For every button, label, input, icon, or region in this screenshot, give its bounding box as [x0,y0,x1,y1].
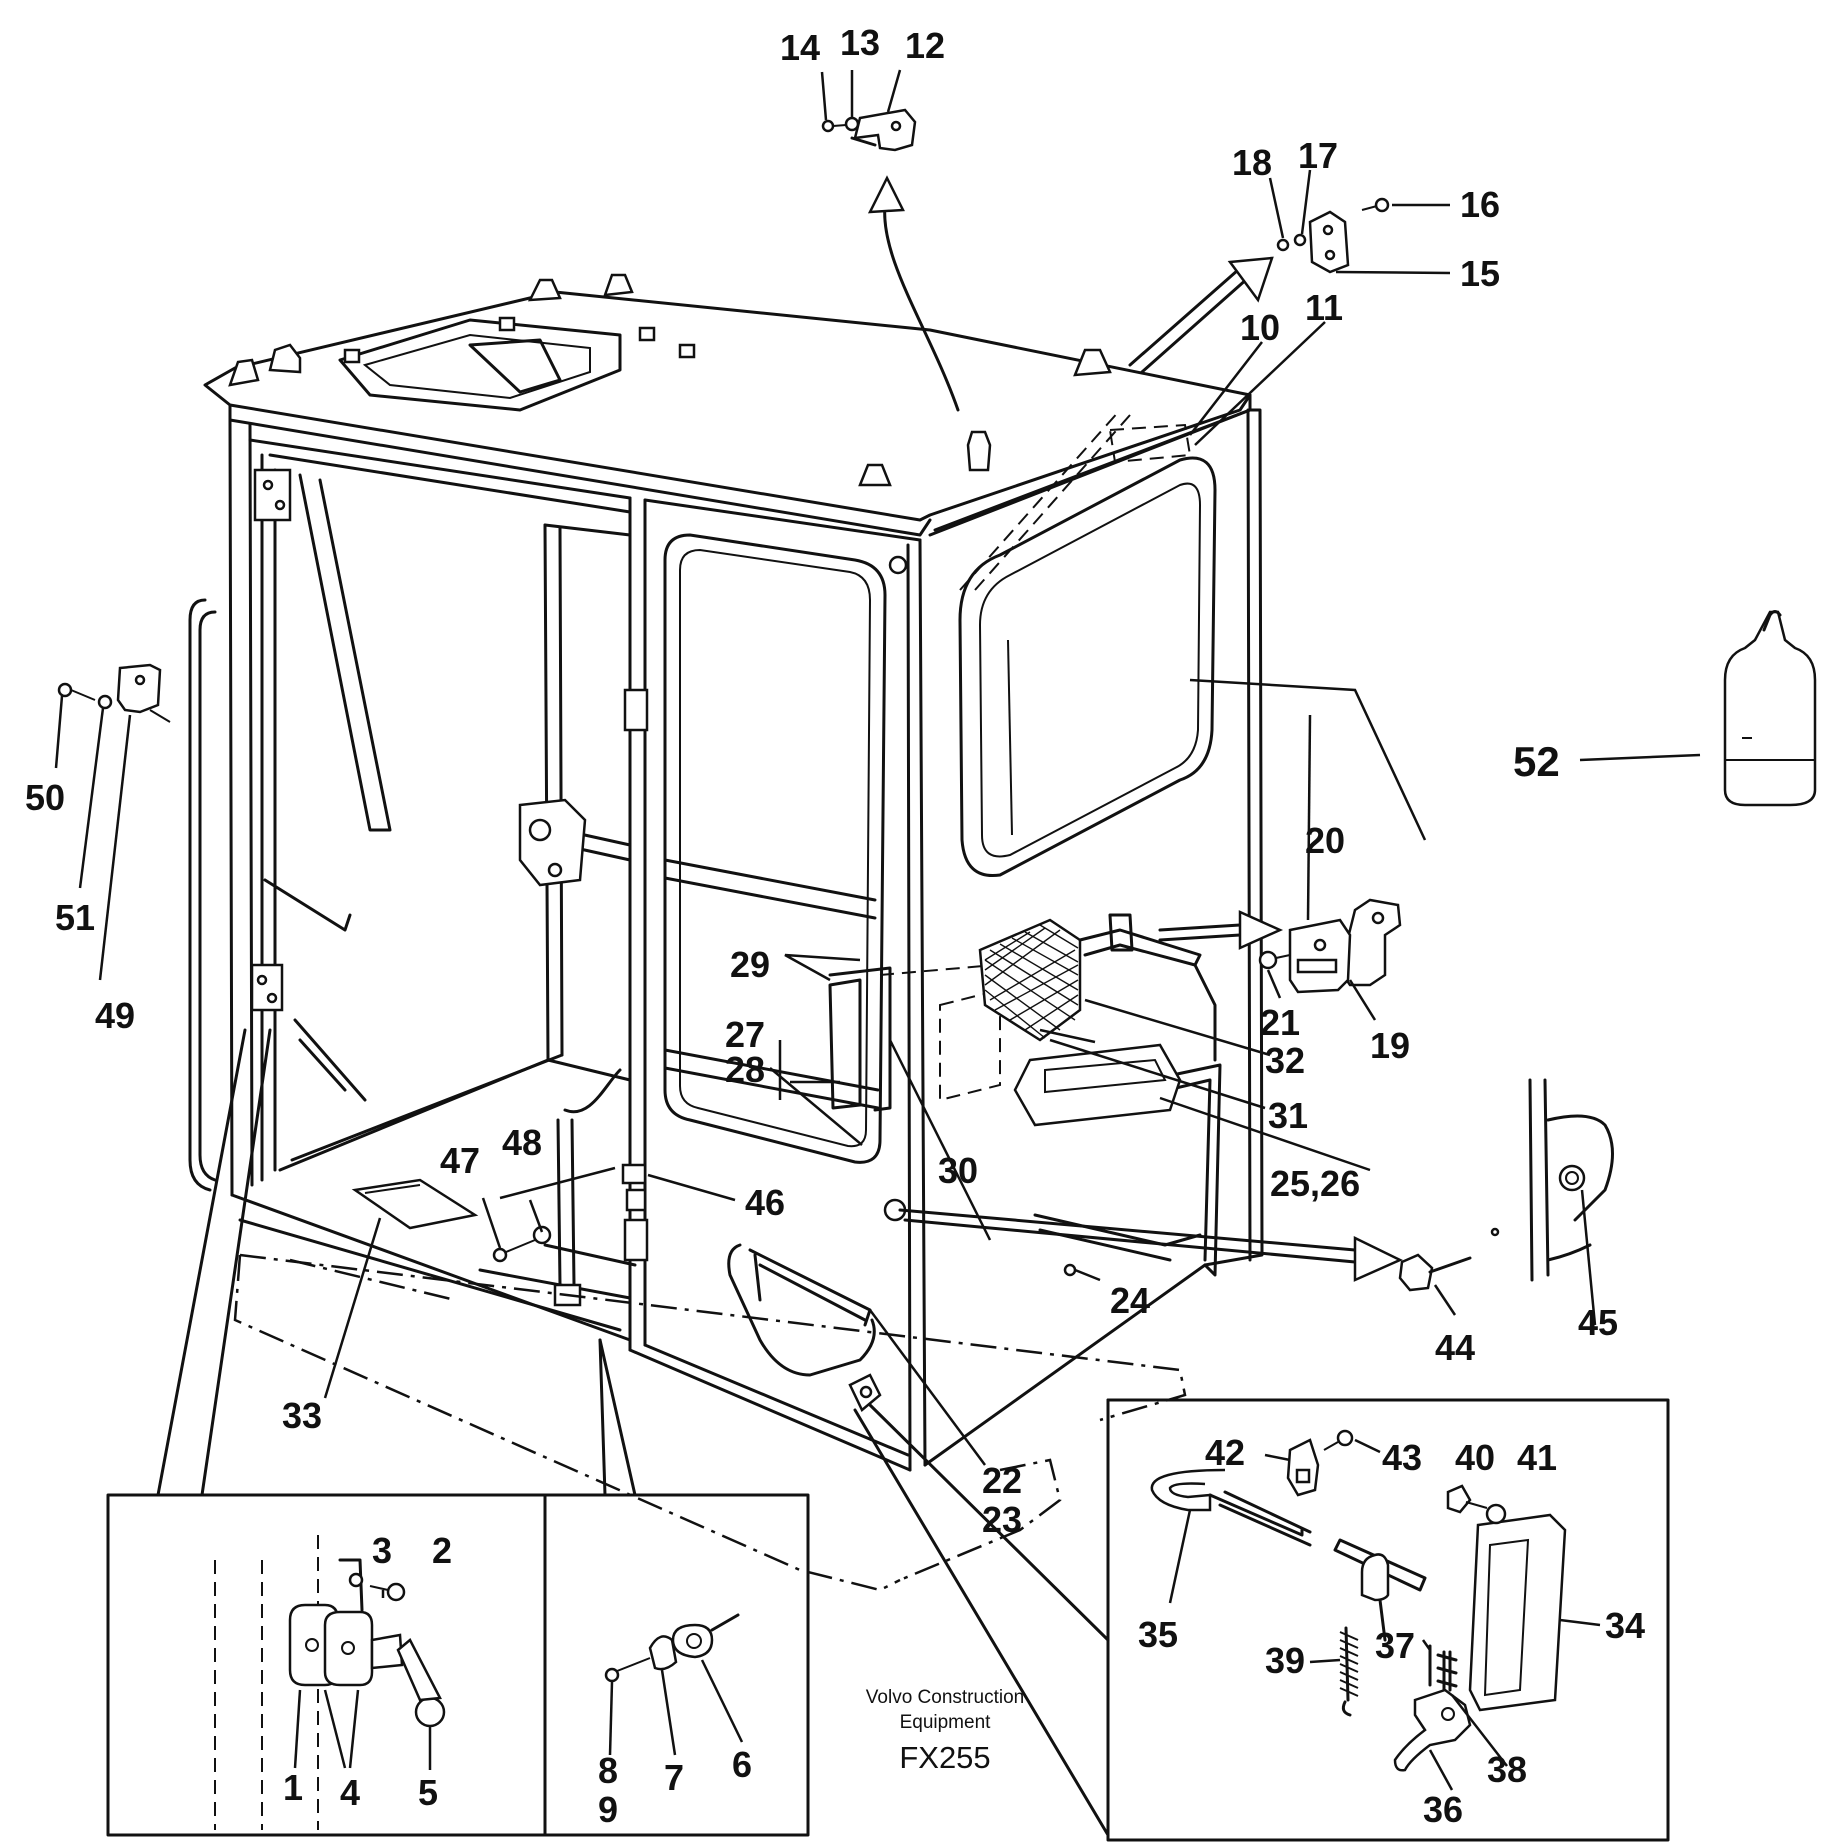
label-41: 41 [1517,1437,1557,1478]
label-22: 22 [982,1460,1022,1501]
part-labels: 14 13 12 18 17 16 15 10 11 50 51 49 52 2… [25,22,1645,1830]
label-28: 28 [725,1049,765,1090]
label-5: 5 [418,1772,438,1813]
label-38: 38 [1487,1749,1527,1790]
part-44-stud [1398,1227,1500,1292]
part-50-screw [57,682,96,701]
label-8: 8 [598,1750,618,1791]
label-19: 19 [1370,1025,1410,1066]
part-12-bracket [850,108,917,152]
label-10: 10 [1240,307,1280,348]
part-19-bracket [1338,898,1402,987]
label-35: 35 [1138,1614,1178,1655]
label-7: 7 [664,1757,684,1798]
cab-body [188,273,1264,1592]
label-9: 9 [598,1789,618,1830]
part-49-bracket [116,663,171,723]
label-49: 49 [95,995,135,1036]
label-48: 48 [502,1122,542,1163]
label-30: 30 [938,1150,978,1191]
label-16: 16 [1460,184,1500,225]
part-45-door-side [1528,1078,1614,1282]
label-31: 31 [1268,1095,1308,1136]
explode-arrows [867,175,1403,1282]
label-45: 45 [1578,1302,1618,1343]
label-50: 50 [25,777,65,818]
label-21: 21 [1260,1002,1300,1043]
label-23: 23 [982,1499,1022,1540]
part-21-screw [1258,950,1291,970]
label-44: 44 [1435,1327,1475,1368]
part-52-oil-bottle [1723,610,1817,807]
label-13: 13 [840,22,880,63]
label-46: 46 [745,1182,785,1223]
label-1: 1 [283,1767,303,1808]
label-32: 32 [1265,1040,1305,1081]
caption: Volvo Construction Equipment FX255 [866,1687,1024,1775]
part-14-screw [821,119,847,133]
caption-line1: Volvo Construction [866,1687,1024,1708]
label-2: 2 [432,1530,452,1571]
label-39: 39 [1265,1640,1305,1681]
label-36: 36 [1423,1789,1463,1830]
label-25-26: 25,26 [1270,1163,1360,1204]
part-15-bracket [1308,210,1350,274]
label-17: 17 [1298,135,1338,176]
caption-line2: Equipment [900,1712,992,1733]
label-14: 14 [780,27,820,68]
label-52: 52 [1513,738,1560,785]
label-37: 37 [1375,1625,1415,1666]
label-6: 6 [732,1744,752,1785]
label-33: 33 [282,1395,322,1436]
label-3: 3 [372,1530,392,1571]
caption-code: FX255 [899,1740,990,1775]
label-24: 24 [1110,1280,1150,1321]
part-20-latch-plate [1288,918,1352,994]
label-29: 29 [730,944,770,985]
label-20: 20 [1305,820,1345,861]
label-43: 43 [1382,1437,1422,1478]
label-42: 42 [1205,1432,1245,1473]
part-17-washer [1293,233,1307,247]
label-47: 47 [440,1140,480,1181]
part-18-screw [1276,238,1290,252]
label-4: 4 [340,1772,360,1813]
leader-lines [54,69,1701,1466]
label-15: 15 [1460,253,1500,294]
detail-inset-lock [853,1398,1670,1842]
part-13-washer [844,116,860,132]
label-51: 51 [55,897,95,938]
part-24-plug [1063,1263,1077,1277]
label-11: 11 [1305,287,1343,328]
label-27: 27 [725,1014,765,1055]
part-16-screw [1361,197,1390,213]
detail-inset-hinge [106,1028,810,1837]
label-12: 12 [905,25,945,66]
part-51-washer [97,694,113,710]
part-29-seal [828,966,892,1112]
part-47-screw [492,1239,536,1263]
part-48-washer [532,1225,552,1245]
label-40: 40 [1455,1437,1495,1478]
label-34: 34 [1605,1605,1645,1646]
label-18: 18 [1232,142,1272,183]
part-46-clip [621,1163,647,1185]
